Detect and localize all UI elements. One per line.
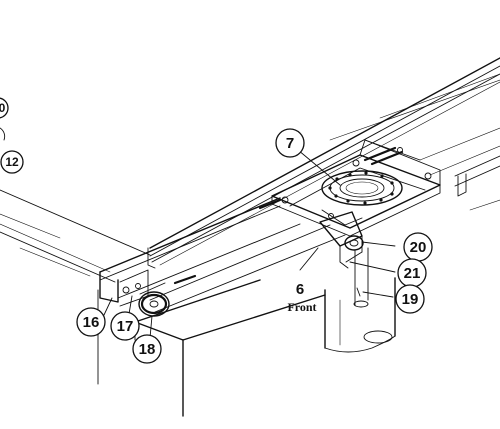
support-column: [324, 277, 396, 353]
callout-12: 12: [0, 150, 24, 174]
callout-7: 7: [275, 128, 305, 158]
svg-text:20: 20: [410, 239, 427, 256]
callout-16: 16: [76, 307, 106, 337]
label-front: Front: [287, 300, 316, 314]
callout-partial-mid: [0, 127, 6, 141]
lower-rail: [99, 197, 346, 313]
svg-text:6: 6: [296, 281, 304, 298]
svg-text:18: 18: [139, 341, 156, 358]
svg-text:Front: Front: [287, 300, 316, 314]
long-rail: [147, 57, 500, 269]
svg-text:21: 21: [404, 265, 421, 282]
svg-text:16: 16: [83, 314, 100, 331]
svg-text:0: 0: [0, 101, 6, 115]
callout-21: 21: [397, 258, 427, 288]
callout-6: 6: [296, 281, 304, 298]
svg-text:17: 17: [117, 318, 134, 335]
callout-partial-top: 0: [0, 97, 9, 119]
callout-20: 20: [403, 232, 433, 262]
bearing-ring: [321, 170, 403, 226]
svg-text:7: 7: [286, 135, 294, 152]
right-rail: [419, 127, 500, 211]
svg-text:19: 19: [402, 291, 419, 308]
pulley-assembly: [99, 269, 170, 317]
left-frame: [0, 189, 151, 385]
callout-19: 19: [395, 284, 425, 314]
callout-17: 17: [110, 311, 140, 341]
lift-bracket: [319, 211, 364, 269]
leader-lines: [103, 149, 396, 339]
carriage-plate: [271, 139, 441, 237]
vertical-rod: [353, 247, 369, 308]
callout-18: 18: [132, 334, 162, 364]
svg-text:12: 12: [5, 155, 19, 169]
base-block: [134, 279, 326, 417]
